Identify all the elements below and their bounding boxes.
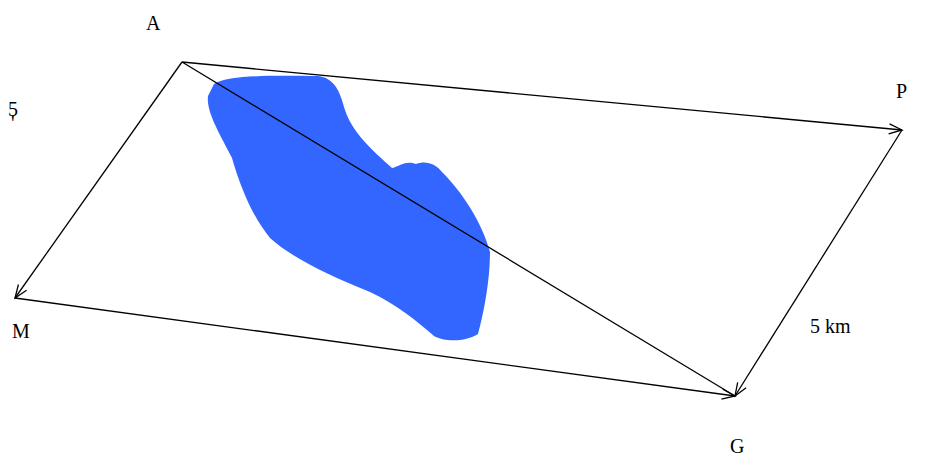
vertex-label: P [896,80,907,102]
vector-arrow [182,62,735,396]
vector-arrow [15,298,735,396]
dimension-label: ' [11,112,15,134]
vertex-letter: G [730,435,744,457]
dimension-text: ' [11,112,15,134]
vertex-label: A [146,12,160,34]
vertex-letter: A [146,12,160,34]
dimension-label: 5 km [810,315,851,337]
lake-shape [208,76,490,340]
vertex-letter: M [12,320,30,342]
vertex-label: G [730,435,744,457]
vertex-label: M [12,320,30,342]
vector-arrow [182,62,902,130]
vector-arrow [15,62,182,298]
vector-arrow [735,130,902,396]
vertex-letter: P [896,80,907,102]
dimension-text: 5 km [810,315,851,337]
